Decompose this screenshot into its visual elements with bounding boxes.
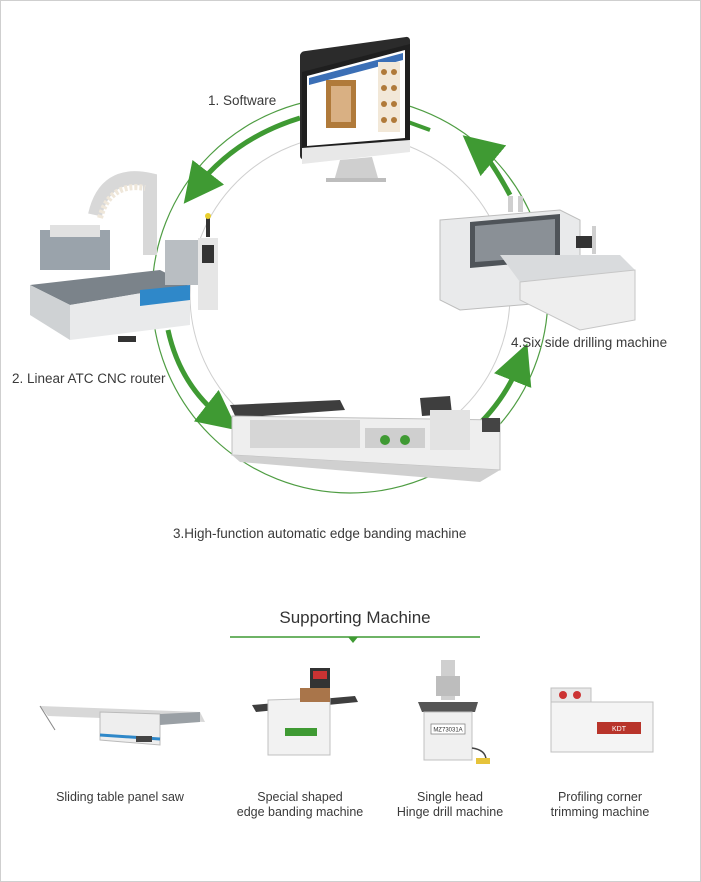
- arrow-software-to-cnc: [183, 115, 301, 204]
- six-side-drilling-icon: [439, 196, 636, 331]
- caption-panel-saw: Sliding table panel saw: [35, 790, 205, 805]
- caption-line1: Sliding table panel saw: [56, 790, 184, 804]
- software-imac-icon: [300, 36, 410, 182]
- caption-shaped-edgebander: Special shaped edge banding machine: [215, 790, 385, 820]
- caption-hinge-drill: Single head Hinge drill machine: [365, 790, 535, 820]
- trimmer-plate-text: KDT: [612, 726, 627, 733]
- section-title: Supporting Machine: [279, 608, 431, 627]
- edge-banding-icon: [230, 396, 501, 482]
- hinge-drill-icon: MZ73031A: [418, 660, 490, 764]
- step-edgebanding-label: 3.High-function automatic edge banding m…: [173, 526, 467, 541]
- arrow-drill-to-software: [462, 135, 513, 197]
- caption-line2: edge banding machine: [236, 805, 364, 819]
- arrow-tail: [407, 120, 431, 132]
- step-cnc-label: 2. Linear ATC CNC router: [12, 371, 166, 386]
- panel-saw-icon: [39, 705, 205, 746]
- caption-line2: Hinge drill machine: [396, 805, 504, 819]
- corner-trimmer-icon: KDT: [550, 687, 654, 753]
- caption-line2: trimming machine: [550, 805, 650, 819]
- caption-line1: Special shaped: [257, 790, 343, 804]
- shaped-edgebander-icon: [252, 668, 358, 756]
- step-software-label: 1. Software: [208, 93, 277, 108]
- cnc-router-icon: [30, 171, 218, 342]
- caption-line1: Single head: [416, 790, 484, 804]
- hinge-plate-text: MZ73031A: [433, 728, 462, 734]
- arrow-cnc-to-edgebander: [165, 329, 238, 431]
- caption-line1: Profiling corner: [557, 790, 643, 804]
- caption-corner-trimmer: Profiling corner trimming machine: [515, 790, 685, 820]
- step-drilling-label: 4.Six side drilling machine: [511, 335, 668, 350]
